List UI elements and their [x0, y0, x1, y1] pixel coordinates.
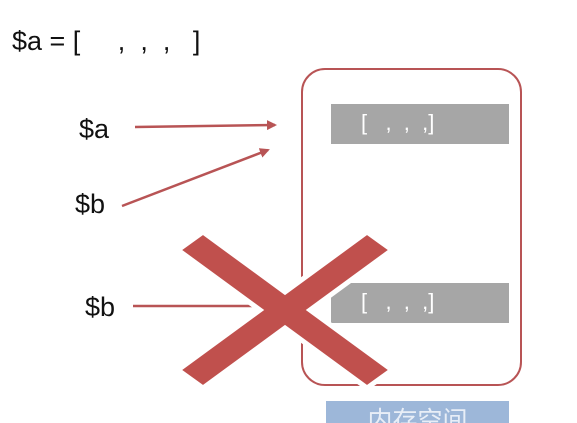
code-assignment: $a = [ , , , ] — [12, 26, 201, 56]
variable-b-label-lower: $b — [85, 292, 116, 322]
variable-a-label: $a — [79, 114, 110, 144]
memory-array-slot-bottom: [ , , ,] — [331, 283, 509, 323]
cross-out-mark — [173, 228, 397, 392]
variable-b-label-upper: $b — [75, 189, 106, 219]
memory-space-label: 内存空间 — [326, 401, 509, 423]
memory-space-box — [301, 68, 522, 386]
arrow-b-to-memory — [121, 148, 270, 208]
memory-array-slot-top: [ , , ,] — [331, 104, 509, 144]
arrow-a-to-memory — [134, 120, 277, 131]
